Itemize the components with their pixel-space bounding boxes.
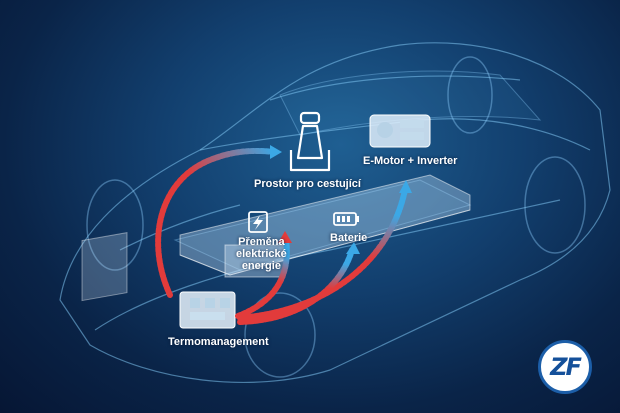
- car-seat-icon: [289, 111, 331, 172]
- front-radiator: [81, 232, 128, 302]
- wheels: [86, 56, 586, 378]
- label-conversion: Přeměna elektrické energie: [236, 236, 287, 272]
- e-motor-unit: [369, 114, 431, 148]
- arrowhead-conversion: [278, 231, 292, 243]
- arrowheads: [270, 145, 412, 254]
- label-emotor: E-Motor + Inverter: [363, 155, 458, 167]
- arrowhead-passenger: [270, 145, 282, 159]
- arrowhead-emotor: [399, 180, 412, 193]
- flow-arrows: [155, 147, 408, 325]
- thermal-management-unit: [179, 291, 236, 329]
- label-thermal: Termomanagement: [168, 336, 269, 348]
- arrow-to-battery: [237, 247, 355, 325]
- zf-logo: ZF: [538, 340, 592, 394]
- lightning-icon: [248, 211, 268, 233]
- label-passenger: Prostor pro cestující: [254, 178, 361, 190]
- label-battery: Baterie: [330, 232, 368, 244]
- arrow-to-emotor: [237, 187, 408, 321]
- battery-icon: [333, 212, 359, 226]
- arrow-to-conversion: [235, 237, 290, 319]
- arrowhead-battery: [346, 242, 360, 254]
- battery-pack: [179, 174, 471, 276]
- arrow-to-passenger: [155, 147, 278, 298]
- zf-logo-text: ZF: [550, 353, 582, 381]
